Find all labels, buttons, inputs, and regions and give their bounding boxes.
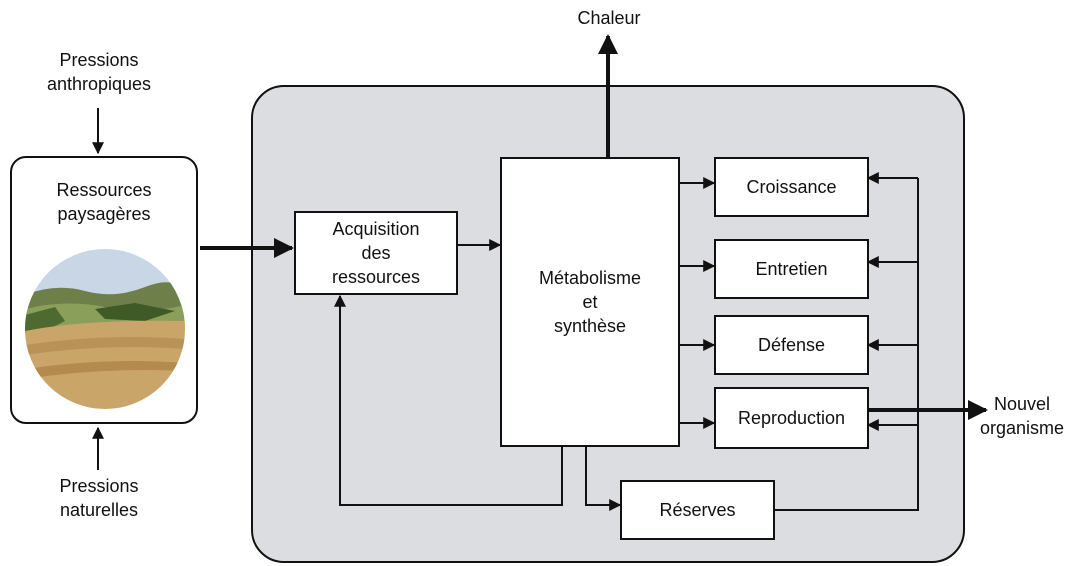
metabolisme-box: Métabolisme et synthèse xyxy=(500,157,680,447)
entretien-box: Entretien xyxy=(714,239,869,299)
label-nouvel-organisme: Nouvel organisme xyxy=(979,394,1065,438)
line-reserves-to-bus xyxy=(774,178,919,511)
defense-box: Défense xyxy=(714,315,869,375)
acquisition-box: Acquisition des ressources xyxy=(294,211,458,295)
reproduction-box: Reproduction xyxy=(714,387,869,449)
landscape-photo xyxy=(25,249,185,409)
arrow-metabolisme-to-reserves xyxy=(585,446,622,511)
label-pressions-naturelles: Pressions naturelles xyxy=(59,476,139,520)
croissance-box: Croissance xyxy=(714,157,869,217)
label-chaleur: Chaleur xyxy=(577,8,641,28)
reserves-box: Réserves xyxy=(620,480,775,540)
arrow-feedback-to-acquisition xyxy=(334,294,563,506)
ressources-paysageres-label: Ressources paysagères xyxy=(56,180,152,224)
label-pressions-anthropiques: Pressions anthropiques xyxy=(46,50,152,94)
